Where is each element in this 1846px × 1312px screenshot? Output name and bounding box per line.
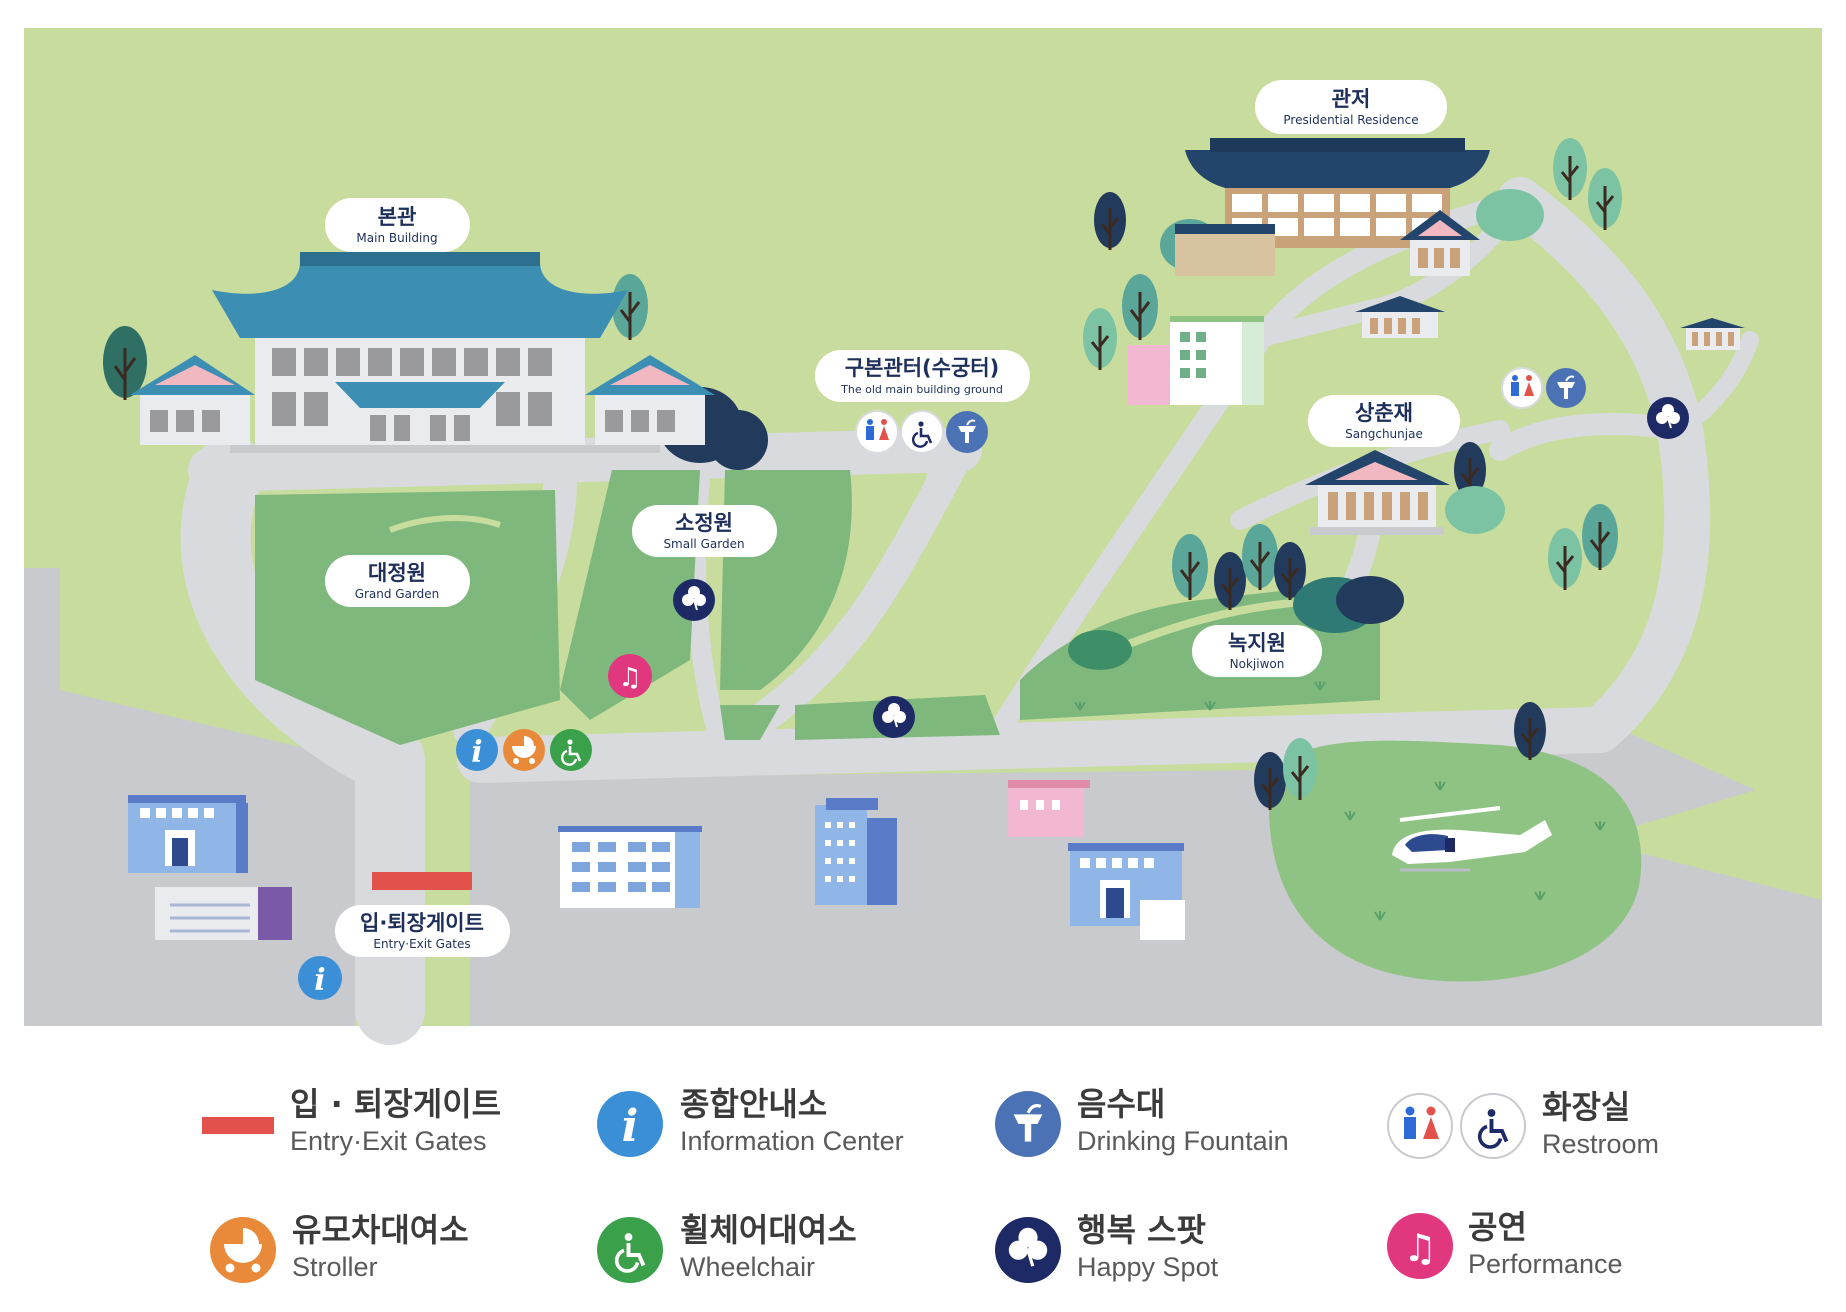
nokjiwon-label-en: Nokjiwon: [1230, 657, 1285, 671]
label-presidential-residence[interactable]: 관저 Presidential Residence: [1255, 80, 1447, 134]
gate-line-icon: [202, 1117, 274, 1134]
restroom-icon: [1387, 1093, 1453, 1159]
label-small-garden[interactable]: 소정원 Small Garden: [632, 505, 777, 557]
legend-stroller-en: Stroller: [292, 1252, 378, 1282]
legend-item-gates: 입 · 퇴장게이트 Entry·Exit Gates: [202, 1085, 501, 1156]
drinking-fountain-icon[interactable]: [1546, 368, 1586, 408]
residence-label-en: Presidential Residence: [1283, 113, 1418, 127]
svg-text:i: i: [471, 735, 482, 770]
legend-info-en: Information Center: [680, 1126, 904, 1156]
legend-gates-ko: 입 · 퇴장게이트: [290, 1085, 501, 1123]
old-main-building-label-en: The old main building ground: [840, 383, 1003, 396]
music-note-icon: ♫: [1387, 1213, 1453, 1279]
legend-happy-spot-en: Happy Spot: [1077, 1252, 1219, 1282]
restroom-icon[interactable]: [855, 410, 899, 454]
svg-text:♫: ♫: [618, 663, 641, 693]
main-building-label-en: Main Building: [356, 231, 437, 245]
label-nokjiwon[interactable]: 녹지원 Nokjiwon: [1192, 625, 1322, 677]
legend-wheelchair-en: Wheelchair: [680, 1252, 815, 1282]
legend-info-ko: 종합안내소: [680, 1085, 827, 1123]
legend-gates-en: Entry·Exit Gates: [290, 1126, 487, 1156]
label-entry-gates[interactable]: 입·퇴장게이트 Entry·Exit Gates: [335, 905, 510, 957]
label-main-building[interactable]: 본관 Main Building: [325, 198, 470, 252]
clover-icon: [995, 1217, 1061, 1283]
drinking-fountain-icon[interactable]: [946, 411, 988, 453]
legend-item-restroom: 화장실 Restroom: [1387, 1088, 1659, 1159]
residence-illustration: [1175, 138, 1490, 276]
svg-text:i: i: [622, 1101, 639, 1152]
clover-icon[interactable]: [1647, 397, 1689, 439]
entry-gates-label-en: Entry·Exit Gates: [373, 937, 470, 951]
info-icon[interactable]: i: [456, 729, 498, 771]
wheelchair-icon[interactable]: [900, 410, 944, 454]
label-grand-garden[interactable]: 대정원 Grand Garden: [325, 555, 470, 607]
clover-icon[interactable]: [673, 579, 715, 621]
clover-icon[interactable]: [873, 696, 915, 738]
pavilions: [1355, 296, 1745, 350]
annex-building-illustration: [1128, 316, 1264, 405]
legend-wheelchair-ko: 휠체어대여소: [680, 1211, 857, 1249]
legend-fountain-en: Drinking Fountain: [1077, 1126, 1289, 1156]
legend-item-fountain: 음수대 Drinking Fountain: [995, 1085, 1289, 1157]
grand-garden-label-en: Grand Garden: [355, 587, 440, 601]
main-building-label-ko: 본관: [378, 205, 417, 229]
music-note-icon[interactable]: ♫: [608, 654, 652, 698]
legend-item-happy-spot: 행복 스팟 Happy Spot: [995, 1211, 1219, 1283]
residence-label-ko: 관저: [1332, 87, 1371, 111]
map-icons: ♫ i i: [298, 367, 1689, 1000]
stroller-icon[interactable]: [503, 729, 545, 771]
old-main-building-label-ko: 구본관터(수궁터): [845, 356, 999, 380]
drinking-fountain-icon: [995, 1091, 1061, 1157]
wheelchair-icon: [1460, 1093, 1526, 1159]
legend-item-info: i 종합안내소 Information Center: [597, 1085, 904, 1157]
legend-happy-spot-ko: 행복 스팟: [1077, 1211, 1206, 1249]
stroller-icon: [210, 1217, 276, 1283]
legend-restroom-ko: 화장실: [1542, 1088, 1630, 1126]
nokjiwon-label-ko: 녹지원: [1228, 631, 1286, 655]
info-icon[interactable]: i: [298, 956, 342, 1000]
legend-restroom-en: Restroom: [1542, 1129, 1659, 1159]
grand-garden-label-ko: 대정원: [368, 561, 426, 585]
wheelchair-icon[interactable]: [550, 729, 592, 771]
helicopter-illustration: [1392, 806, 1552, 872]
legend-stroller-ko: 유모차대여소: [292, 1211, 469, 1249]
sangchunjae-label-ko: 상춘재: [1355, 401, 1413, 425]
entry-gate-bar: [372, 872, 472, 890]
small-garden-label-en: Small Garden: [663, 537, 744, 551]
restroom-icon[interactable]: [1501, 367, 1543, 409]
legend-item-wheelchair: 휠체어대여소 Wheelchair: [597, 1211, 857, 1283]
info-icon: i: [597, 1091, 663, 1157]
sangchunjae-label-en: Sangchunjae: [1345, 427, 1423, 441]
label-sangchunjae[interactable]: 상춘재 Sangchunjae: [1308, 395, 1460, 447]
legend: 입 · 퇴장게이트 Entry·Exit Gates i 종합안내소 Infor…: [202, 1085, 1659, 1283]
svg-text:i: i: [314, 963, 325, 998]
label-old-main-building[interactable]: 구본관터(수궁터) The old main building ground: [815, 350, 1030, 402]
legend-item-stroller: 유모차대여소 Stroller: [210, 1211, 469, 1283]
legend-performance-ko: 공연: [1468, 1208, 1527, 1246]
office-buildings: [128, 780, 1185, 940]
legend-fountain-ko: 음수대: [1077, 1085, 1165, 1123]
legend-item-performance: ♫ 공연 Performance: [1387, 1208, 1623, 1279]
main-building-illustration: [130, 252, 715, 453]
sangchunjae-illustration: [1305, 450, 1450, 535]
svg-text:♫: ♫: [1403, 1226, 1437, 1270]
wheelchair-icon: [597, 1217, 663, 1283]
legend-performance-en: Performance: [1468, 1249, 1623, 1279]
entry-gates-label-ko: 입·퇴장게이트: [360, 911, 484, 935]
small-garden-label-ko: 소정원: [675, 511, 733, 535]
